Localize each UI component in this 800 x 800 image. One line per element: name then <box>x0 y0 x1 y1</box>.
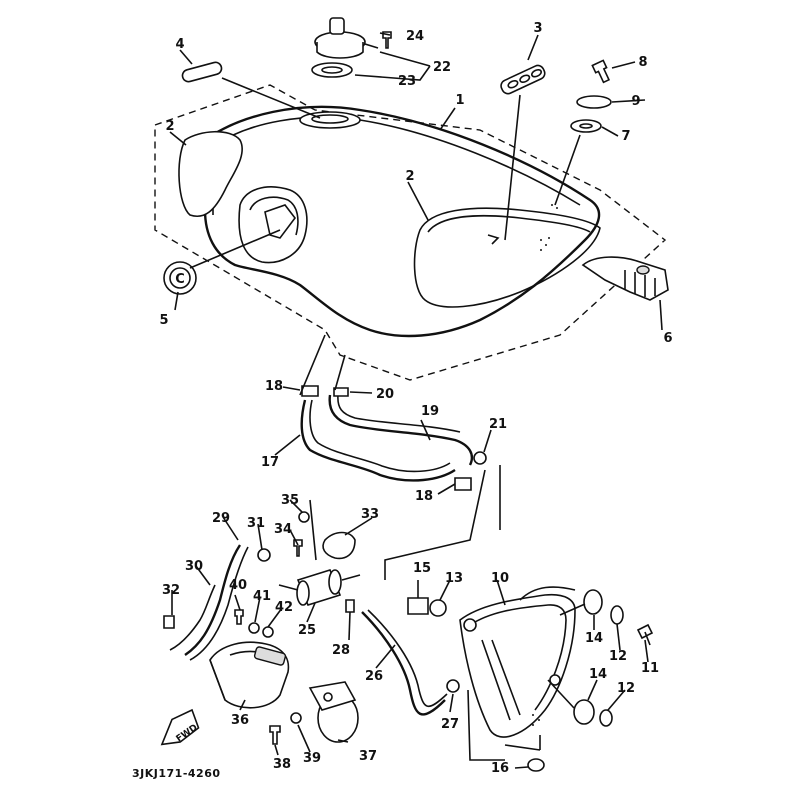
clip-27 <box>446 679 460 693</box>
hose-joint-21 <box>473 451 487 465</box>
washer-39 <box>290 712 302 724</box>
fuel-cap-assembly <box>311 17 392 78</box>
fuel-cap-gasket <box>311 62 353 78</box>
callout-7: 7 <box>621 129 630 144</box>
tank-mount-bolt <box>591 59 611 84</box>
callout-17: 17 <box>261 455 279 470</box>
callout-29: 29 <box>212 511 230 526</box>
nut-42 <box>262 626 274 638</box>
washer-41 <box>248 622 260 634</box>
hose-clip-32 <box>163 615 175 629</box>
callout-28: 28 <box>332 643 350 658</box>
callout-2-left: 2 <box>165 119 174 134</box>
callout-18-top: 18 <box>265 379 283 394</box>
tank-rear-bracket <box>581 256 669 301</box>
callout-38: 38 <box>273 757 291 772</box>
reference-code: 3JKJ171-4260 <box>132 767 221 780</box>
filter-bracket <box>322 531 356 560</box>
hose-clip-18-bottom <box>454 477 472 491</box>
callout-1: 1 <box>455 93 464 108</box>
washer-35 <box>298 511 310 523</box>
filter-screen-15 <box>407 597 429 615</box>
callout-11: 11 <box>641 661 659 676</box>
callout-20: 20 <box>376 387 394 402</box>
callout-8: 8 <box>638 55 647 70</box>
fuel-hose-17 <box>300 399 456 482</box>
callout-30: 30 <box>185 559 203 574</box>
callout-12-upper: 12 <box>609 649 627 664</box>
fuel-pump <box>209 641 290 709</box>
tank-emblem-part <box>500 64 546 95</box>
callout-23: 23 <box>398 74 416 89</box>
tank-side-cap: C <box>163 261 197 295</box>
fuel-hose-19 <box>328 394 474 466</box>
callout-9: 9 <box>631 94 640 109</box>
fuel-hose-30 <box>169 584 216 651</box>
cap-letter: C <box>175 272 185 287</box>
callout-5: 5 <box>159 313 168 328</box>
callout-36: 36 <box>231 713 249 728</box>
callout-4: 4 <box>175 37 184 52</box>
callout-26: 26 <box>365 669 383 684</box>
hose-clip-18-top <box>301 385 319 397</box>
hose-clip-20 <box>333 387 349 397</box>
tank-assembly-outline <box>154 84 667 381</box>
callout-2-right: 2 <box>405 169 414 184</box>
callout-labels: 1 2 2 3 4 5 6 7 8 9 10 11 12 12 13 14 14… <box>159 21 672 776</box>
callout-24: 24 <box>406 29 424 44</box>
o-ring-13 <box>429 599 447 617</box>
callout-35: 35 <box>281 493 299 508</box>
bolt-40 <box>234 609 244 625</box>
tank-right-emblem <box>413 207 601 308</box>
callout-41: 41 <box>253 589 271 604</box>
callout-40: 40 <box>229 578 247 593</box>
tank-mount-damper <box>570 119 602 133</box>
hose-clip-31 <box>257 548 271 562</box>
callout-14-lower: 14 <box>589 667 607 682</box>
screw-34 <box>293 539 303 557</box>
fuel-tank <box>203 105 601 338</box>
tank-left-side-cover <box>178 130 243 217</box>
callout-16: 16 <box>491 761 509 776</box>
callout-22: 22 <box>433 60 451 75</box>
callout-37: 37 <box>359 749 377 764</box>
callout-42: 42 <box>275 600 293 615</box>
callout-10: 10 <box>491 571 509 586</box>
callout-34: 34 <box>274 522 292 537</box>
callout-12-lower: 12 <box>617 681 635 696</box>
pump-cover <box>308 681 359 743</box>
fuel-cap-bolt <box>382 31 392 49</box>
callout-27: 27 <box>441 717 459 732</box>
callout-18-bottom: 18 <box>415 489 433 504</box>
fuel-filter <box>278 569 361 606</box>
callout-15: 15 <box>413 561 431 576</box>
callout-21: 21 <box>489 417 507 432</box>
clip-28 <box>345 599 355 613</box>
callout-39: 39 <box>303 751 321 766</box>
callout-31: 31 <box>247 516 265 531</box>
forward-direction-arrow: FWD <box>160 708 200 746</box>
fuel-cock-fasteners <box>527 589 654 772</box>
tank-mount-washer <box>576 95 612 109</box>
tank-left-emblem <box>238 186 308 264</box>
fuel-cock-assembly <box>459 586 576 751</box>
fuel-hose-29 <box>184 544 241 656</box>
callout-33: 33 <box>361 507 379 522</box>
callout-14-upper: 14 <box>585 631 603 646</box>
rubber-pad <box>181 61 223 83</box>
callout-19: 19 <box>421 404 439 419</box>
screw-38 <box>269 725 281 745</box>
callout-13: 13 <box>445 571 463 586</box>
callout-32: 32 <box>162 583 180 598</box>
fuel-hose-26 <box>361 611 446 716</box>
leader-lines <box>169 32 663 769</box>
callout-3: 3 <box>533 21 542 36</box>
callout-6: 6 <box>663 331 672 346</box>
callout-25: 25 <box>298 623 316 638</box>
